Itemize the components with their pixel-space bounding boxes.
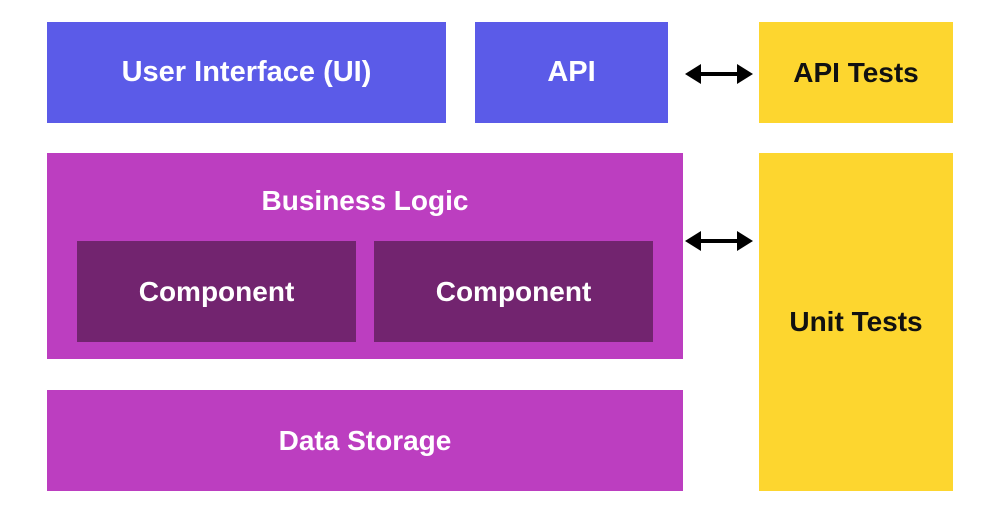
- api-block: API: [475, 22, 668, 123]
- user-interface-block: User Interface (UI): [47, 22, 446, 123]
- api-tests-block: API Tests: [759, 22, 953, 123]
- component-label: Component: [138, 275, 295, 307]
- component-label: Component: [435, 275, 592, 307]
- double-headed-arrow-icon: [685, 64, 753, 84]
- component-block: Component: [77, 241, 356, 342]
- component-block: Component: [374, 241, 653, 342]
- business-logic-label: Business Logic: [261, 185, 469, 216]
- unit-tests-block: Unit Tests: [759, 153, 953, 491]
- data-storage-block: Data Storage: [47, 390, 683, 491]
- user-interface-label: User Interface (UI): [121, 56, 372, 88]
- api-tests-label: API Tests: [793, 56, 919, 88]
- unit-tests-label: Unit Tests: [789, 306, 923, 337]
- double-headed-arrow-icon: [685, 231, 753, 251]
- api-label: API: [547, 56, 596, 88]
- data-storage-label: Data Storage: [278, 424, 452, 456]
